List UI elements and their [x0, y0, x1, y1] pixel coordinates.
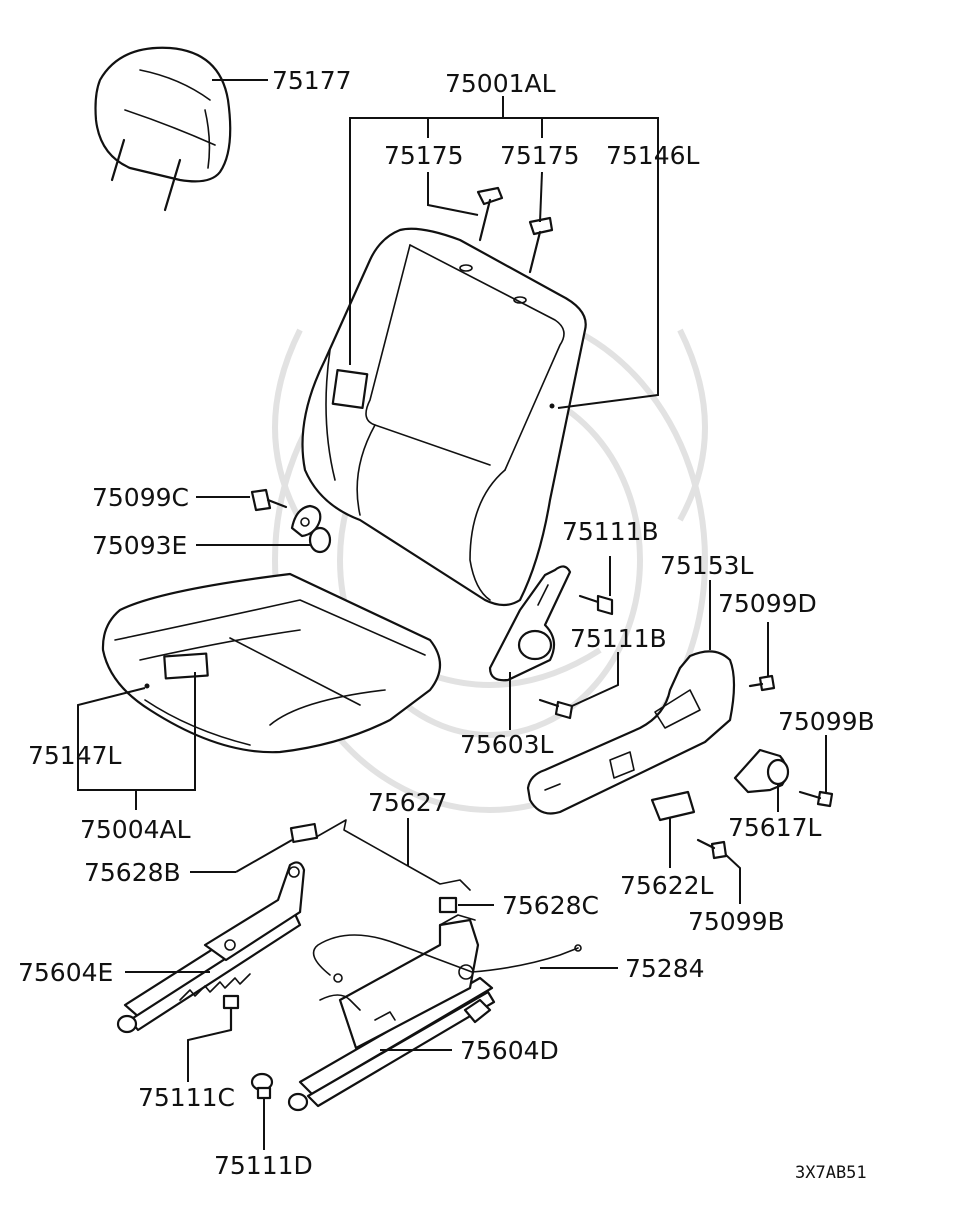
bolt-75111c: [222, 994, 240, 1032]
bolt-75111b-upper: [578, 594, 614, 616]
screw-75099b-right: [798, 790, 834, 808]
bolt-75175-right: [528, 216, 554, 274]
label-rod: 75627: [368, 788, 448, 817]
clip-75628b: [289, 822, 319, 844]
label-recliner: 75603L: [460, 730, 554, 759]
clip-75628c: [438, 896, 458, 914]
screw-75099b-lower: [696, 838, 728, 860]
label-rail-right: 75604D: [460, 1036, 559, 1065]
label-bolt-75175-right: 75175: [500, 141, 580, 170]
label-screw-75099b-lower: 75099B: [688, 907, 785, 936]
headrest-part: [94, 46, 232, 212]
screw-75099d: [748, 674, 776, 692]
label-back-cover: 75146L: [606, 141, 700, 170]
label-backrest-assy: 75001AL: [445, 69, 556, 98]
label-cushion-cover: 75147L: [28, 741, 122, 770]
cap-part: [650, 790, 696, 822]
bolt-75111b-lower: [538, 698, 574, 720]
label-bolt-75111b-lower: 75111B: [570, 624, 667, 653]
label-screw-75099b-right: 75099B: [778, 707, 875, 736]
knob-part: [733, 748, 790, 794]
cable-part: [312, 934, 582, 983]
label-clip-right: 75628C: [502, 891, 599, 920]
bolt-75111d: [250, 1072, 274, 1100]
rod-part: [317, 819, 471, 891]
seat-cushion-part: [101, 572, 442, 754]
label-screw-75099d: 75099D: [718, 589, 817, 618]
label-screw-75099c: 75099C: [92, 483, 189, 512]
label-side-cover: 75153L: [660, 551, 754, 580]
bushing-75093e: [308, 526, 332, 554]
label-bushing: 75093E: [92, 531, 187, 560]
label-knob: 75617L: [728, 813, 822, 842]
screw-75099c: [250, 488, 288, 512]
label-rail-left: 75604E: [18, 958, 113, 987]
label-bolt-75111d: 75111D: [214, 1151, 313, 1180]
label-bolt-75111b-upper: 75111B: [562, 517, 659, 546]
label-clip-left: 75628B: [84, 858, 181, 887]
side-cover-part: [526, 650, 736, 815]
label-cushion-assy: 75004AL: [80, 815, 191, 844]
rail-left-part: [116, 861, 306, 1034]
label-bolt-75111c: 75111C: [138, 1083, 235, 1112]
label-cap: 75622L: [620, 871, 714, 900]
label-headrest: 75177: [272, 66, 352, 95]
backrest-part: [301, 227, 587, 607]
bolt-75175-left: [476, 186, 504, 242]
recliner-part: [488, 565, 572, 682]
label-cable: 75284: [625, 954, 705, 983]
diagram-code: 3X7AB51: [795, 1163, 867, 1183]
label-bolt-75175-left: 75175: [384, 141, 464, 170]
